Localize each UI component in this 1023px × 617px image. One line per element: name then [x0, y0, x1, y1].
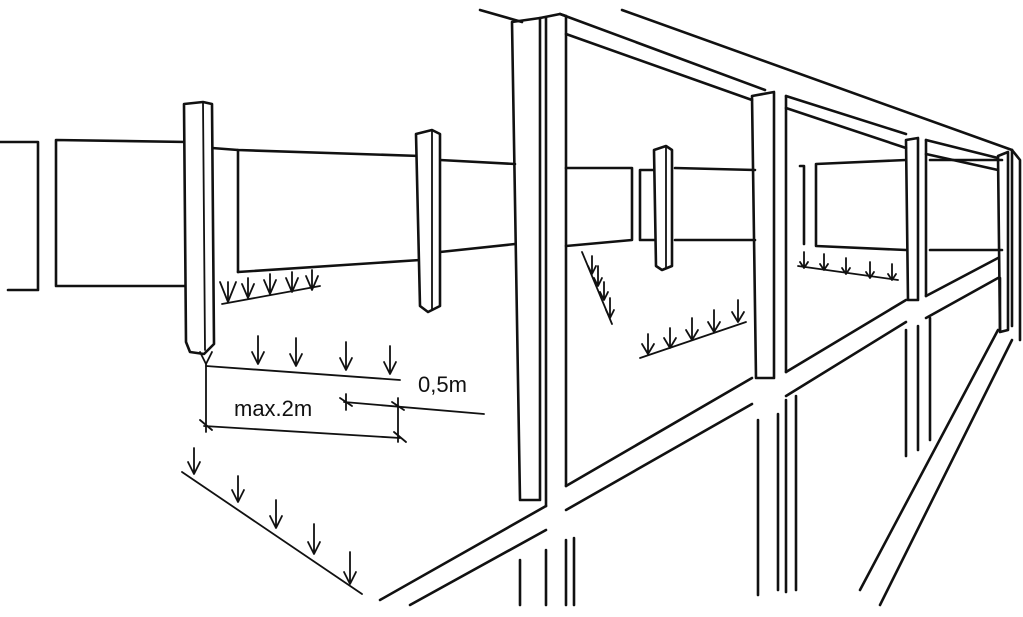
dimension-max-spacing — [199, 363, 407, 443]
spray-pattern-main — [205, 335, 401, 381]
spray-pattern-lower-left — [181, 447, 363, 595]
rack-frame — [378, 8, 1022, 607]
spray-pattern-upper-left — [219, 269, 321, 305]
min-spacing-label: 0,5m — [418, 372, 467, 397]
background-beam — [0, 138, 1004, 292]
max-spacing-label: max.2m — [234, 396, 312, 421]
pendant-pipe-left — [182, 100, 216, 365]
pendant-pipe-middle — [414, 128, 442, 314]
spray-pattern-center — [639, 299, 747, 359]
pendant-pipe-right — [652, 144, 674, 272]
spray-pattern-far-right — [797, 251, 899, 281]
spray-pattern-diagonal — [581, 251, 615, 325]
